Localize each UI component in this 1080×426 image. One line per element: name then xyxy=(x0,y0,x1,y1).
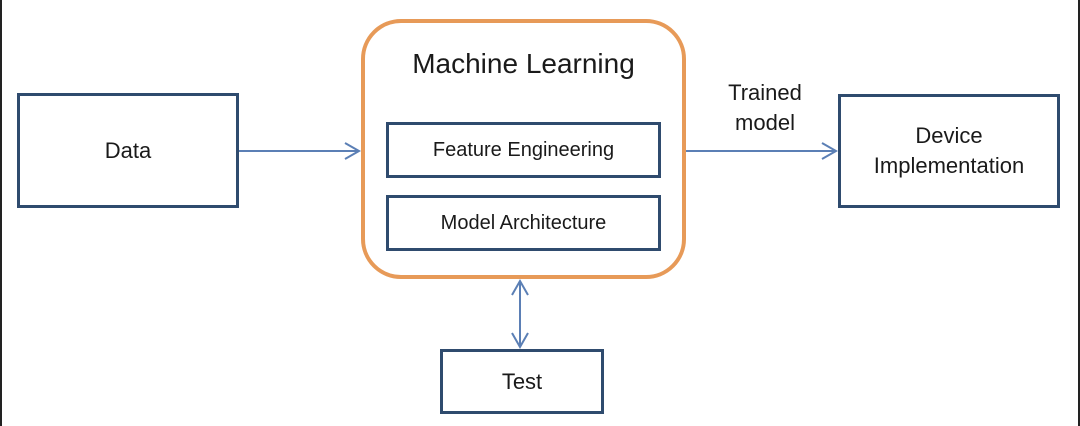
arrow-ml-test-head-down xyxy=(511,332,529,350)
device-line2: Implementation xyxy=(873,153,1025,178)
test-box-label: Test xyxy=(501,368,543,394)
device-implementation-box: Device Implementation xyxy=(838,94,1060,208)
test-box: Test xyxy=(440,349,604,414)
machine-learning-title: Machine Learning xyxy=(412,48,635,79)
feature-engineering-label: Feature Engineering xyxy=(432,138,615,161)
model-architecture-label: Model Architecture xyxy=(440,211,607,234)
device-line1: Device xyxy=(915,123,983,148)
feature-engineering-box: Feature Engineering xyxy=(386,122,661,178)
arrow-ml-to-device-head xyxy=(821,142,839,160)
data-box-label: Data xyxy=(104,137,152,163)
trained-model-line2: model xyxy=(735,110,795,135)
model-architecture-box: Model Architecture xyxy=(386,195,661,251)
data-box: Data xyxy=(17,93,239,208)
trained-model-line1: Trained xyxy=(728,80,802,105)
arrow-data-to-ml-head xyxy=(344,142,362,160)
arrow-ml-test-head-up xyxy=(511,278,529,296)
trained-model-label: Trained model xyxy=(700,78,830,138)
